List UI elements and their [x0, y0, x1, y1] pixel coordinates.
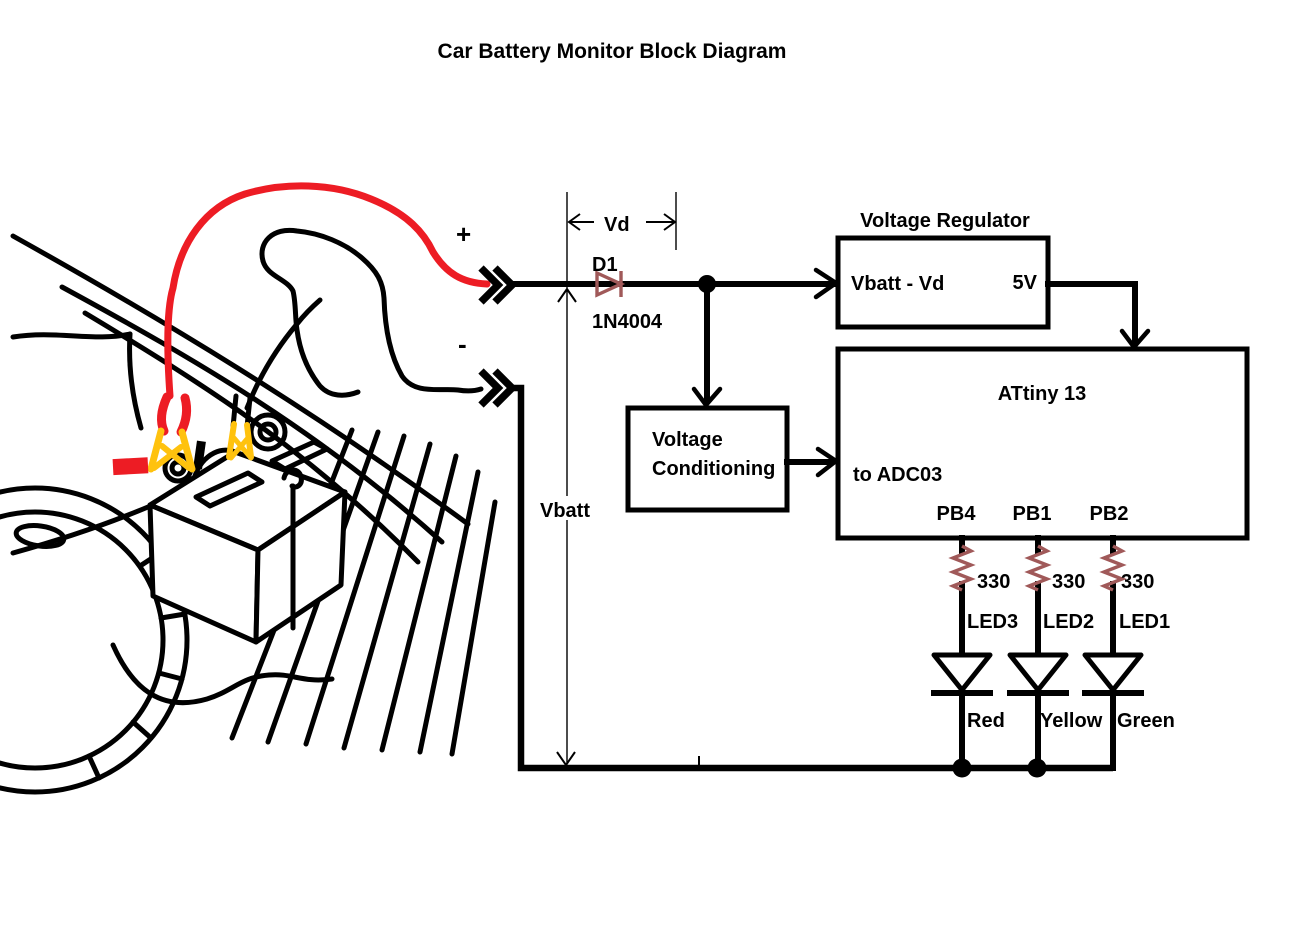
- red-jumper-cable: [164, 182, 491, 400]
- diode-symbol: [595, 270, 626, 298]
- resistor-value-label: 330: [1052, 571, 1085, 593]
- arrowhead-right-icon: [815, 446, 839, 478]
- red-handle-bar: [112, 457, 149, 476]
- positive-terminal-label: +: [456, 219, 471, 249]
- arrowhead-right-icon: [813, 267, 839, 300]
- regulator-title: Voltage Regulator: [860, 210, 1030, 232]
- negative-terminal-label: -: [458, 329, 467, 359]
- conditioning-box: [625, 405, 790, 513]
- vbatt-label: Vbatt: [540, 500, 590, 522]
- clamp-jaw: [156, 392, 172, 436]
- vbatt-dimension: [556, 248, 577, 766]
- led-branch-2: [1007, 535, 1069, 778]
- led-ref-label: LED2: [1043, 611, 1094, 633]
- ring-outer: [0, 485, 190, 795]
- terminal-block: [193, 440, 206, 470]
- arrowhead-down-icon: [691, 386, 723, 408]
- adc-input-label: to ADC03: [853, 464, 942, 486]
- resistor-symbol: [948, 544, 976, 592]
- hood-line: [10, 233, 471, 527]
- led-color-label: Yellow: [1040, 710, 1103, 732]
- pin-label-pb1: PB1: [1013, 503, 1052, 525]
- conditioning-label-line2: Conditioning: [652, 458, 775, 480]
- clamp-grip: [226, 421, 237, 460]
- negative-jumper-cable: [244, 297, 323, 411]
- ring-tick: [156, 670, 185, 682]
- led-color-label: Green: [1117, 710, 1175, 732]
- clamp-grip: [244, 422, 254, 460]
- pin-label-pb2: PB2: [1090, 503, 1129, 525]
- led-symbol: [931, 652, 993, 693]
- body-line: [110, 642, 335, 706]
- hold-down-hook: [281, 467, 304, 490]
- resistor-value-label: 330: [977, 571, 1010, 593]
- page-title: Car Battery Monitor Block Diagram: [438, 40, 787, 63]
- junction-dot: [698, 275, 716, 293]
- terminal-nut: [257, 421, 279, 443]
- ground-rail: [510, 384, 1113, 772]
- grille-slat: [379, 453, 459, 753]
- mcu-box: [835, 346, 1250, 541]
- car-battery: [147, 412, 348, 645]
- grille-slat: [417, 469, 481, 755]
- ring-tick: [158, 611, 188, 621]
- led-branch-3: [1082, 535, 1144, 771]
- negative-clamp: [226, 393, 254, 461]
- clamp-grip: [228, 436, 250, 461]
- vd-dimension: [566, 192, 677, 250]
- clamp-grip: [178, 428, 196, 473]
- regulator-input-label: Vbatt - Vd: [851, 273, 944, 295]
- hood-line: [59, 284, 445, 545]
- conditioning-label-line1: Voltage: [652, 429, 723, 451]
- hood-line: [82, 310, 421, 565]
- engine-outline: [259, 227, 484, 394]
- battery-side-face: [253, 489, 348, 645]
- battery-vent-cap: [193, 470, 265, 509]
- grille-slat: [303, 433, 407, 747]
- clamp-jaw: [176, 393, 192, 437]
- regulator-output-label: 5V: [1013, 272, 1038, 294]
- body-line: [10, 331, 133, 340]
- positive-clamp: [147, 392, 196, 473]
- grille-slat: [341, 441, 433, 751]
- terminal-nut: [248, 412, 288, 452]
- grille-slat: [449, 499, 498, 757]
- led-branch-1: [931, 535, 993, 778]
- regulator-output-wire: [1045, 281, 1138, 346]
- schematic: [478, 192, 1250, 778]
- body-line: [10, 504, 151, 556]
- diode-ref-label: D1: [592, 254, 618, 276]
- battery-vent-cap: [269, 439, 330, 472]
- body-line: [127, 331, 144, 431]
- ring-inner: [0, 509, 166, 771]
- ring-tick: [130, 719, 154, 741]
- pin-label-pb4: PB4: [937, 503, 977, 525]
- led-symbol: [1007, 652, 1069, 693]
- ring-tick: [86, 753, 102, 781]
- led-ref-label: LED1: [1119, 611, 1170, 633]
- engine-outline: [260, 258, 361, 398]
- junction-dot: [952, 758, 972, 778]
- clamp-grip: [159, 443, 192, 471]
- break-symbol-negative: [478, 368, 518, 408]
- led-color-label: Red: [967, 710, 1005, 732]
- junction-dot: [1027, 758, 1047, 778]
- arrowhead-down-icon: [1119, 328, 1151, 350]
- led-symbol: [1082, 652, 1144, 693]
- resistor-symbol: [1099, 544, 1127, 592]
- resistor-value-label: 330: [1121, 571, 1154, 593]
- mcu-name: ATtiny 13: [998, 383, 1087, 405]
- vd-label: Vd: [604, 214, 630, 236]
- clamp-grip: [147, 427, 165, 473]
- resistor-symbol: [1024, 544, 1052, 592]
- engine-bay-illustration: [0, 182, 498, 795]
- led-ref-label: LED3: [967, 611, 1018, 633]
- diode-part-label: 1N4004: [592, 311, 663, 333]
- clamp-grip: [151, 444, 184, 471]
